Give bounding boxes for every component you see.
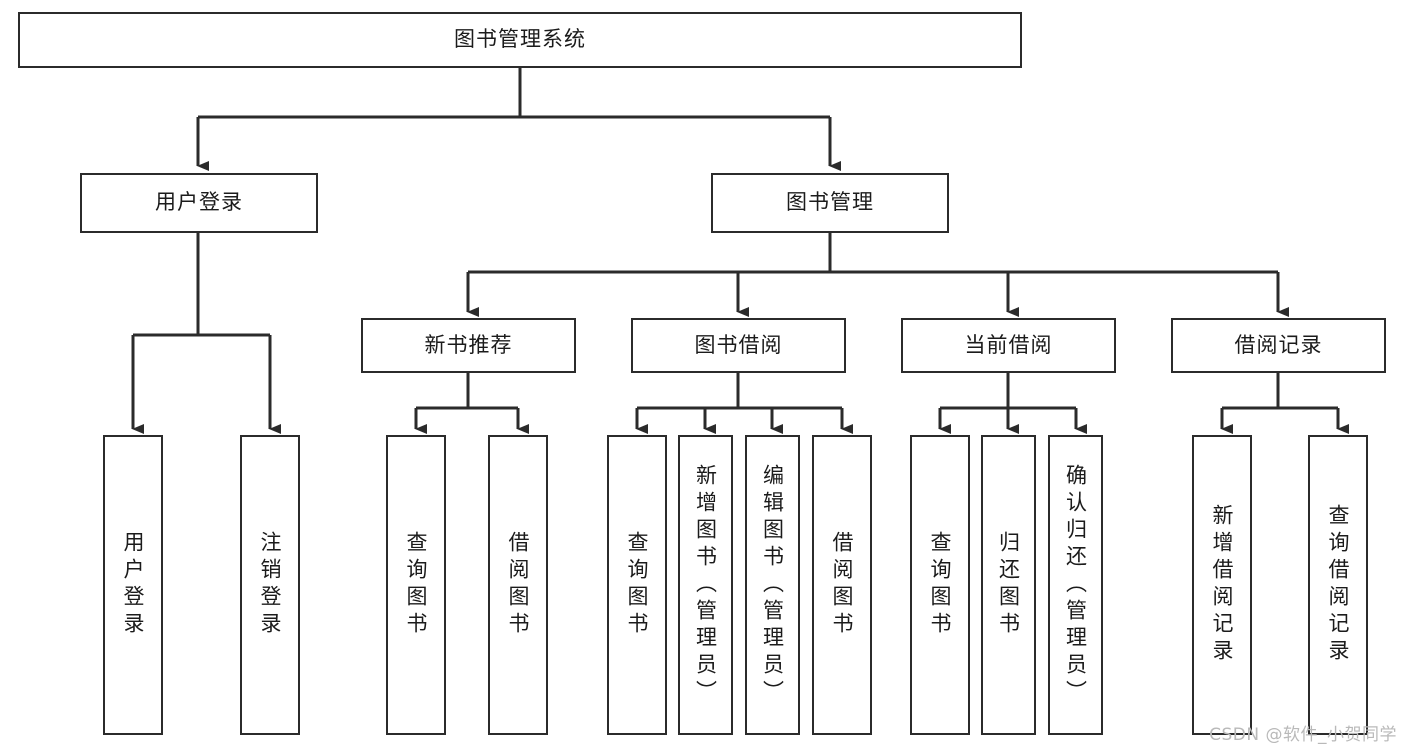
- node-current-borrow[interactable]: 当前借阅: [901, 318, 1116, 373]
- leaf-user-login[interactable]: 用户登录: [103, 435, 163, 735]
- node-label: 当前借阅: [964, 332, 1053, 357]
- leaf-borrow-book-new[interactable]: 借阅图书: [488, 435, 548, 735]
- node-book-management[interactable]: 图书管理: [711, 173, 949, 233]
- node-label: 新增图书（管理员）: [693, 463, 718, 707]
- leaf-confirm-return-admin[interactable]: 确认归还（管理员）: [1048, 435, 1103, 735]
- node-label: 注销登录: [258, 531, 283, 639]
- leaf-query-book-current[interactable]: 查询图书: [910, 435, 970, 735]
- leaf-borrow-book[interactable]: 借阅图书: [812, 435, 872, 735]
- node-label: 确认归还（管理员）: [1063, 463, 1088, 707]
- watermark-text: CSDN @软件_小贺同学: [1209, 725, 1397, 745]
- node-label: 借阅图书: [830, 531, 855, 639]
- node-label: 借阅记录: [1234, 332, 1323, 357]
- leaf-edit-book-admin[interactable]: 编辑图书（管理员）: [745, 435, 800, 735]
- node-root-book-management-system[interactable]: 图书管理系统: [18, 12, 1022, 68]
- node-label: 用户登录: [155, 190, 243, 215]
- node-new-book-recommend[interactable]: 新书推荐: [361, 318, 576, 373]
- node-book-borrow[interactable]: 图书借阅: [631, 318, 846, 373]
- node-label: 借阅图书: [506, 531, 531, 639]
- node-label: 图书借阅: [694, 332, 783, 357]
- leaf-add-book-admin[interactable]: 新增图书（管理员）: [678, 435, 733, 735]
- leaf-query-borrow-record[interactable]: 查询借阅记录: [1308, 435, 1368, 735]
- node-label: 图书管理: [786, 190, 874, 215]
- leaf-query-book-new[interactable]: 查询图书: [386, 435, 446, 735]
- leaf-logout[interactable]: 注销登录: [240, 435, 300, 735]
- node-label: 查询借阅记录: [1326, 504, 1351, 666]
- node-label: 查询图书: [625, 531, 650, 639]
- node-label: 新书推荐: [424, 332, 513, 357]
- leaf-query-book-borrow[interactable]: 查询图书: [607, 435, 667, 735]
- node-borrow-record[interactable]: 借阅记录: [1171, 318, 1386, 373]
- node-label: 查询图书: [404, 531, 429, 639]
- node-label: 查询图书: [928, 531, 953, 639]
- node-label: 编辑图书（管理员）: [760, 463, 785, 707]
- node-user-login[interactable]: 用户登录: [80, 173, 318, 233]
- node-label: 用户登录: [121, 531, 146, 639]
- leaf-add-borrow-record[interactable]: 新增借阅记录: [1192, 435, 1252, 735]
- node-label: 新增借阅记录: [1210, 504, 1235, 666]
- leaf-return-book[interactable]: 归还图书: [981, 435, 1036, 735]
- node-label: 图书管理系统: [454, 27, 586, 52]
- node-label: 归还图书: [996, 531, 1021, 639]
